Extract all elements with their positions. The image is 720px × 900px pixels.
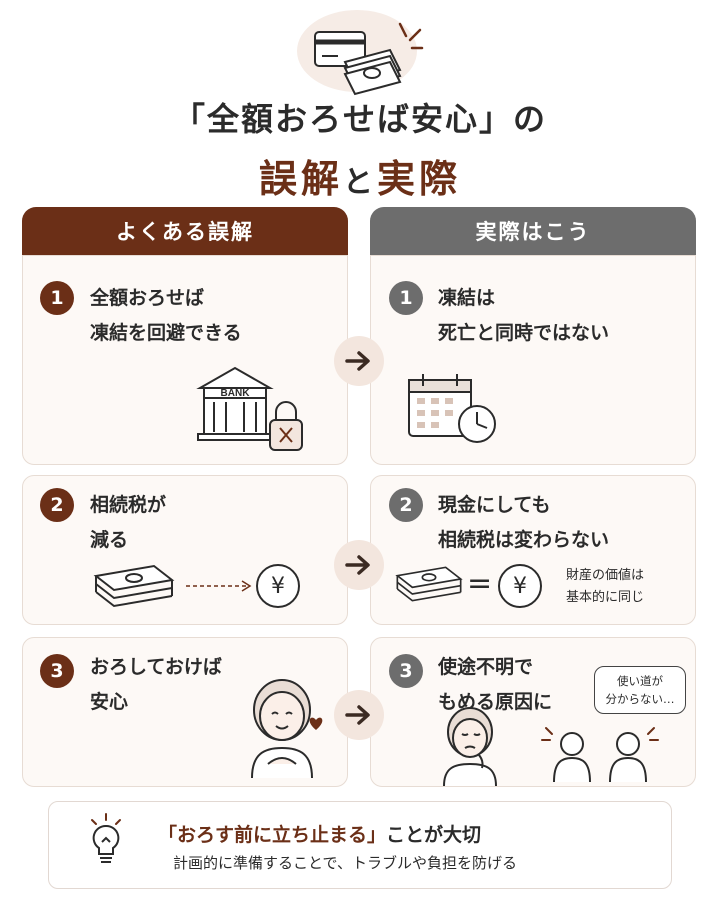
number-badge: 2 xyxy=(389,488,423,522)
title-connector: と xyxy=(343,165,377,200)
value-note: 財産の価値は 基本的に同じ xyxy=(566,565,644,609)
number-badge: 1 xyxy=(389,281,423,315)
bank-sign-text: BANK xyxy=(221,388,251,399)
number-badge: 3 xyxy=(40,654,74,688)
reality-card-2 xyxy=(370,475,696,625)
dashed-arrow-icon xyxy=(186,580,252,592)
equals-sign: = xyxy=(467,566,493,601)
text-line: 相続税は変わらない xyxy=(438,529,610,551)
text-line: 死亡と同時ではない xyxy=(438,322,610,344)
reality-text-2: 現金にしても 相続税は変わらない xyxy=(438,488,609,558)
tip-headline-accent: 「おろす前に立ち止まる」 xyxy=(158,824,387,846)
column-header-reality: 実際はこう xyxy=(370,207,696,255)
card-and-cash-icon xyxy=(314,22,424,96)
text-line: 全額おろせば xyxy=(90,287,205,309)
number-badge: 1 xyxy=(40,281,74,315)
tip-subtext: 計画的に準備することで、トラブルや負担を防げる xyxy=(173,854,517,872)
cash-stack-icon xyxy=(395,566,463,602)
title-accent-reality: 実際 xyxy=(377,157,462,201)
page-title-line2: 誤解と実際 xyxy=(0,148,720,203)
page-title-line1: 「全額おろせば安心」の xyxy=(172,100,547,138)
text-line: 財産の価値は xyxy=(566,568,645,583)
text-line: 基本的に同じ xyxy=(566,590,645,605)
arrow-right-icon xyxy=(334,540,384,590)
tip-headline-rest: ことが大切 xyxy=(386,824,482,846)
title-accent-misconception: 誤解 xyxy=(258,157,343,201)
text-line: おろしておけば xyxy=(90,656,222,678)
text-line: 使途不明で xyxy=(438,656,534,678)
text-line: 凍結は xyxy=(438,287,496,309)
yen-coin-icon: ¥ xyxy=(498,564,542,608)
yen-coin-icon: ¥ xyxy=(256,564,300,608)
column-header-misconception: よくある誤解 xyxy=(22,207,348,255)
arguing-people-icon xyxy=(541,727,659,783)
misconception-text-1: 全額おろせば 凍結を回避できる xyxy=(90,281,242,351)
speech-bubble: 使い道が 分からない… xyxy=(594,666,686,714)
text-line: 使い道が xyxy=(617,674,663,688)
text-line: 減る xyxy=(90,529,129,551)
bank-lock-icon: BANK xyxy=(196,366,303,451)
lightbulb-icon xyxy=(91,813,121,863)
reality-text-1: 凍結は 死亡と同時ではない xyxy=(438,281,609,351)
cash-stack-icon xyxy=(93,564,175,608)
tip-box xyxy=(48,801,672,889)
text-line: 安心 xyxy=(90,691,129,713)
text-line: 分からない… xyxy=(605,692,675,706)
number-badge: 3 xyxy=(389,654,423,688)
heart-icon xyxy=(309,717,323,730)
arrow-right-icon xyxy=(334,690,384,740)
misconception-text-3: おろしておけば 安心 xyxy=(90,650,222,720)
number-badge: 2 xyxy=(40,488,74,522)
relieved-woman-icon xyxy=(251,679,323,779)
tip-headline: 「おろす前に立ち止まる」ことが大切 xyxy=(158,820,481,847)
text-line: 凍結を回避できる xyxy=(90,322,242,344)
text-line: 現金にしても xyxy=(438,494,551,516)
text-line: 相続税が xyxy=(90,494,167,516)
calendar-clock-icon xyxy=(408,374,496,443)
misconception-text-2: 相続税が 減る xyxy=(90,488,166,558)
arrow-right-icon xyxy=(334,336,384,386)
worried-woman-icon xyxy=(443,707,497,786)
